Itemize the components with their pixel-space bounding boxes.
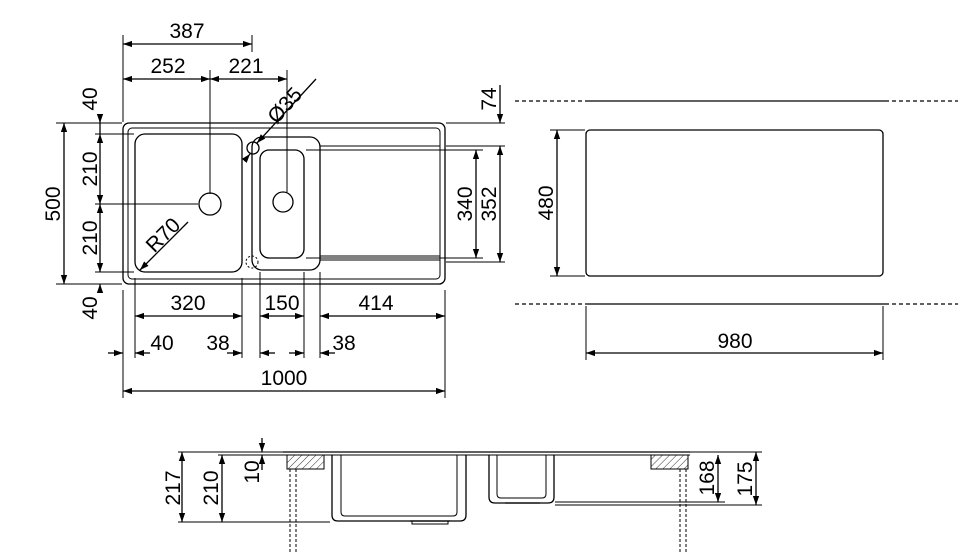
secondary-bowl [259, 149, 305, 259]
dim-980: 980 [717, 330, 752, 353]
cutout-rectangle [585, 129, 884, 277]
dim-40-left: 40 [150, 332, 173, 355]
dim-210-bottom: 210 [79, 220, 102, 255]
section-view: 217 210 10 168 175 [162, 438, 762, 553]
dim-414: 414 [358, 292, 393, 315]
dim-150: 150 [264, 292, 299, 315]
section-main-bowl [331, 455, 467, 522]
dim-210-top: 210 [79, 151, 102, 186]
dim-320: 320 [170, 292, 205, 315]
dim-r70: R70 [142, 214, 186, 258]
main-bowl [134, 133, 243, 273]
cutout-view: 480 980 [515, 100, 958, 360]
dim-168: 168 [696, 460, 719, 495]
dim-10: 10 [241, 460, 264, 483]
secondary-drain [272, 191, 294, 213]
dim-352: 352 [478, 186, 501, 221]
dim-38-a: 38 [206, 332, 229, 355]
worktop-left [286, 454, 325, 470]
dim-221: 221 [228, 55, 263, 78]
dim-175: 175 [734, 461, 757, 496]
dim-340: 340 [454, 186, 477, 221]
dim-217: 217 [162, 470, 185, 505]
dim-74: 74 [478, 87, 501, 111]
dim-40-top: 40 [79, 87, 102, 110]
section-secondary-bowl [488, 455, 555, 504]
dim-1000: 1000 [261, 367, 308, 390]
dim-387: 387 [169, 20, 204, 43]
secondary-bowl-outer [251, 136, 321, 271]
main-drain [198, 192, 222, 216]
top-view: 387 252 221 Ø35 40 210 210 40 500 R70 34… [42, 20, 505, 398]
dim-480: 480 [535, 185, 558, 220]
tap-hole [246, 141, 260, 155]
dim-40-bottom: 40 [79, 296, 102, 319]
dim-diameter-35: Ø35 [263, 83, 307, 128]
worktop-right [650, 454, 689, 470]
dim-38-b: 38 [332, 332, 355, 355]
dim-210-section: 210 [200, 470, 223, 505]
dim-252: 252 [150, 55, 185, 78]
dim-500: 500 [42, 186, 65, 221]
tap-hole-optional [245, 255, 259, 269]
